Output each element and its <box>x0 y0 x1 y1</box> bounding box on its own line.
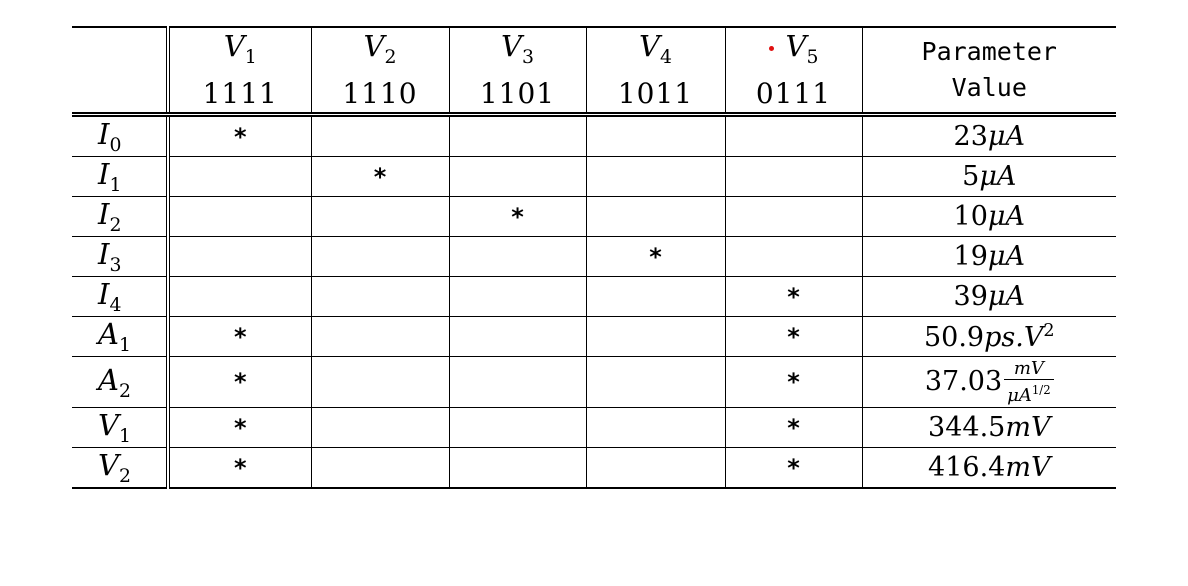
mark-cell <box>448 276 587 317</box>
row-label-i4: I4 <box>72 276 170 317</box>
mark-cell <box>585 356 726 408</box>
header-corner-cell <box>72 27 170 117</box>
param-value-i0: 23μA <box>861 114 1116 157</box>
mark-cell: * <box>310 156 450 197</box>
parameter-table-container: V1 1111 V2 1110 V3 1101 V4 1011 V5 <box>72 26 1116 489</box>
mark-cell <box>448 114 587 157</box>
mark-cell <box>310 114 450 157</box>
param-value-i1: 5μA <box>861 156 1116 197</box>
table-row: I4 * 39μA <box>72 276 1116 317</box>
mark-cell <box>310 276 450 317</box>
mark-cell <box>585 276 726 317</box>
mark-cell: * <box>724 276 863 317</box>
mark-cell: * <box>724 356 863 408</box>
table-row: V2 * * 416.4mV <box>72 447 1116 488</box>
param-value-a1: 50.9ps.V2 <box>861 316 1116 357</box>
header-value-label: Value <box>951 73 1027 102</box>
header-v3-code: 1101 <box>479 76 556 110</box>
row-label-a2: A2 <box>72 356 170 408</box>
mark-cell <box>448 356 587 408</box>
header-cell-v5: V5 0111 <box>724 27 863 117</box>
table-row: I3 * 19μA <box>72 236 1116 277</box>
mark-cell <box>724 236 863 277</box>
header-cell-parameter-value: Parameter Value <box>861 27 1116 117</box>
mark-cell <box>310 447 450 488</box>
mark-cell: * <box>167 114 312 157</box>
table-row: A1 * * 50.9ps.V2 <box>72 316 1116 357</box>
mark-cell <box>448 407 587 448</box>
header-v1-code: 1111 <box>202 76 278 110</box>
table-row: I1 * 5μA <box>72 156 1116 197</box>
row-label-v2: V2 <box>72 447 170 488</box>
param-value-i2: 10μA <box>861 196 1116 237</box>
table-row: I0 * 23μA <box>72 114 1116 157</box>
mark-cell <box>310 356 450 408</box>
mark-cell <box>167 156 312 197</box>
header-row: V1 1111 V2 1110 V3 1101 V4 1011 V5 <box>72 27 1116 117</box>
mark-cell <box>310 407 450 448</box>
mark-cell <box>448 236 587 277</box>
red-dot-marker <box>768 45 774 51</box>
header-cell-v2: V2 1110 <box>310 27 450 117</box>
mark-cell: * <box>724 407 863 448</box>
mark-cell: * <box>585 236 726 277</box>
header-parameter-label: Parameter <box>921 37 1057 66</box>
row-label-v1: V1 <box>72 407 170 448</box>
param-value-v1: 344.5mV <box>861 407 1116 448</box>
mark-cell <box>310 236 450 277</box>
row-label-i2: I2 <box>72 196 170 237</box>
row-label-i1: I1 <box>72 156 170 197</box>
mark-cell: * <box>448 196 587 237</box>
header-v4-name: V4 <box>639 29 672 68</box>
mark-cell <box>585 196 726 237</box>
table-row: I2 * 10μA <box>72 196 1116 237</box>
header-v1-name: V1 <box>223 29 257 68</box>
row-label-i3: I3 <box>72 236 170 277</box>
mark-cell <box>167 236 312 277</box>
header-cell-v3: V3 1101 <box>448 27 587 117</box>
header-cell-v1: V1 1111 <box>167 27 312 117</box>
header-v2-name: V2 <box>363 29 397 68</box>
mark-cell: * <box>167 407 312 448</box>
header-cell-v4: V4 1011 <box>585 27 726 117</box>
mark-cell <box>167 196 312 237</box>
header-v3-name: V3 <box>501 29 534 68</box>
mark-cell <box>310 316 450 357</box>
mark-cell <box>724 196 863 237</box>
mark-cell <box>724 156 863 197</box>
mark-cell <box>310 196 450 237</box>
mark-cell <box>585 156 726 197</box>
mark-cell <box>167 276 312 317</box>
mark-cell <box>585 114 726 157</box>
mark-cell: * <box>167 356 312 408</box>
mark-cell: * <box>167 316 312 357</box>
mark-cell <box>585 407 726 448</box>
mark-cell: * <box>724 316 863 357</box>
param-value-i3: 19μA <box>861 236 1116 277</box>
table-header: V1 1111 V2 1110 V3 1101 V4 1011 V5 <box>72 27 1116 117</box>
mark-cell <box>448 316 587 357</box>
header-v5-code: 0111 <box>755 76 832 110</box>
table-body: I0 * 23μA I1 * 5μA I2 <box>72 114 1116 488</box>
header-v5-name: V5 <box>726 28 862 76</box>
param-value-i4: 39μA <box>861 276 1116 317</box>
mark-cell <box>585 316 726 357</box>
header-v2-code: 1110 <box>342 76 418 110</box>
header-v4-code: 1011 <box>617 76 694 110</box>
row-label-i0: I0 <box>72 114 170 157</box>
mark-cell <box>448 447 587 488</box>
mark-cell: * <box>167 447 312 488</box>
row-label-a1: A1 <box>72 316 170 357</box>
mark-cell <box>585 447 726 488</box>
mark-cell <box>724 114 863 157</box>
param-value-v2: 416.4mV <box>861 447 1116 488</box>
parameter-table: V1 1111 V2 1110 V3 1101 V4 1011 V5 <box>72 26 1116 489</box>
mark-cell: * <box>724 447 863 488</box>
mark-cell <box>448 156 587 197</box>
table-row: V1 * * 344.5mV <box>72 407 1116 448</box>
